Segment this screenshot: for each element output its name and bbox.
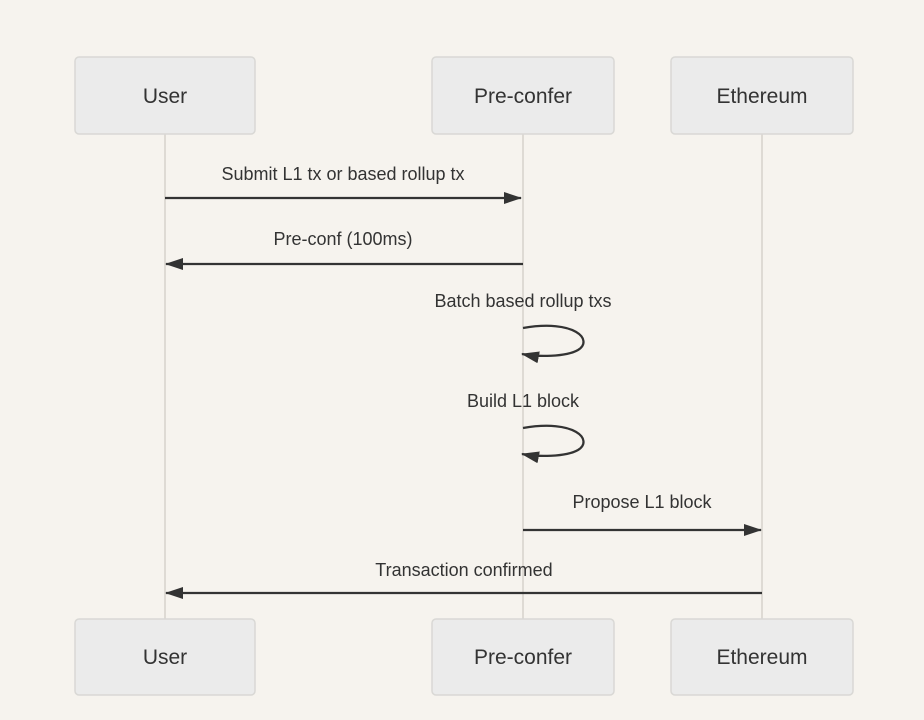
actor-top-pre-confer: Pre-confer [431, 56, 615, 135]
actor-box [74, 618, 256, 696]
actor-label: Pre-confer [474, 646, 572, 669]
actor-box [74, 56, 256, 135]
actor-top-ethereum: Ethereum [670, 56, 854, 135]
actor-label: Ethereum [716, 646, 807, 669]
message-transaction-confirmed: Transaction confirmed [165, 560, 762, 599]
actor-label: User [143, 85, 187, 108]
message-submit-tx: Submit L1 tx or based rollup tx [165, 164, 522, 204]
message-batch-rollup-self-loop: Batch based rollup txs [434, 291, 612, 364]
actor-bottom-user: User [74, 618, 256, 696]
message-propose-block: Propose L1 block [523, 492, 762, 536]
actor-label: Pre-confer [474, 85, 572, 108]
message-label: Submit L1 tx or based rollup tx [221, 164, 464, 184]
actor-bottom-pre-confer: Pre-confer [431, 618, 615, 696]
message-label: Propose L1 block [572, 492, 712, 512]
actor-top-user: User [74, 56, 256, 135]
actor-box [670, 56, 854, 135]
actor-box [431, 56, 615, 135]
message-build-block-self-loop: Build L1 block [467, 391, 585, 464]
actor-box [431, 618, 615, 696]
self-loop-arrow [521, 424, 585, 464]
actor-label: User [143, 646, 187, 669]
message-pre-conf: Pre-conf (100ms) [165, 229, 523, 270]
self-loop-arrow [521, 324, 585, 364]
message-label: Transaction confirmed [375, 560, 552, 580]
message-label: Pre-conf (100ms) [273, 229, 412, 249]
message-label: Build L1 block [467, 391, 580, 411]
actor-box [670, 618, 854, 696]
actor-bottom-ethereum: Ethereum [670, 618, 854, 696]
message-label: Batch based rollup txs [434, 291, 611, 311]
actor-label: Ethereum [716, 85, 807, 108]
